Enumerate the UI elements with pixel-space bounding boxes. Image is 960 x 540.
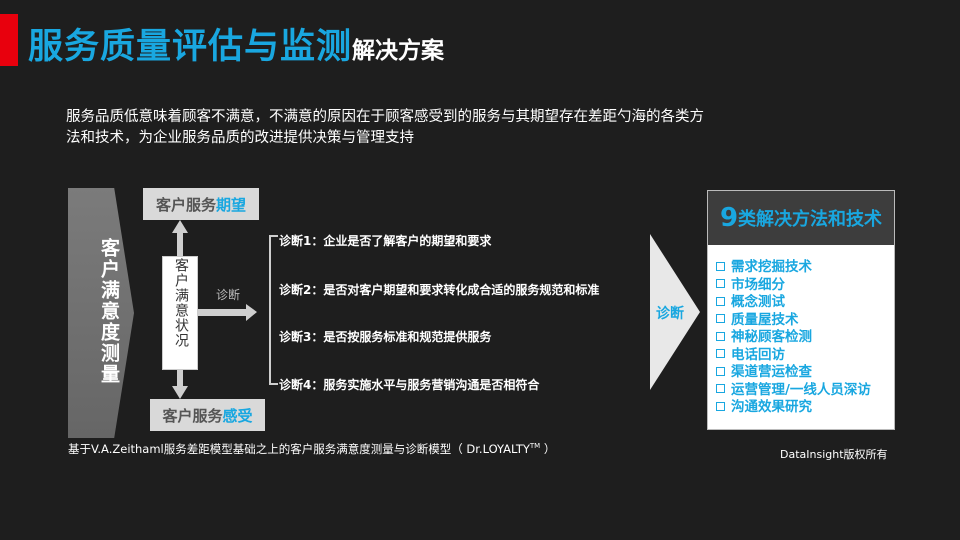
- checkbox-icon: [716, 384, 725, 393]
- page-title: 服务质量评估与监测解决方案: [28, 18, 444, 69]
- footnote-trademark: TM: [529, 442, 541, 451]
- expectation-box: 客户服务期望: [143, 188, 259, 220]
- method-label: 电话回访: [731, 346, 785, 363]
- diagnose-item-3: 诊断3：是否按服务标准和规范提供服务: [279, 330, 492, 344]
- perception-highlight: 感受: [222, 406, 253, 425]
- method-item: 电话回访: [716, 343, 785, 363]
- satisfaction-status-box: [162, 256, 198, 370]
- satisfaction-status-label: 客户满意状况: [173, 258, 189, 348]
- diagnose-item-4: 诊断4：服务实施水平与服务营销沟通是否相符合: [279, 378, 540, 392]
- diagnose-label-2: 诊断: [656, 306, 684, 322]
- diagnose-item-1: 诊断1：企业是否了解客户的期望和要求: [279, 234, 492, 248]
- method-item: 质量屋技术: [716, 308, 799, 328]
- method-label: 概念测试: [731, 294, 785, 310]
- method-item: 沟通效果研究: [716, 395, 812, 415]
- footnote: 基于V.A.Zeithaml服务差距模型基础之上的客户服务满意度测量与诊断模型（…: [68, 441, 555, 457]
- checkbox-icon: [716, 296, 725, 306]
- method-item: 需求挖掘技术: [716, 255, 812, 275]
- copyright: DataInsight版权所有: [780, 448, 888, 461]
- method-item: 概念测试: [716, 290, 785, 310]
- method-label: 沟通效果研究: [731, 399, 812, 415]
- method-item: 渠道营运检查: [716, 360, 812, 380]
- perception-box: 客户服务感受: [150, 399, 265, 431]
- method-label: 运营管理/一线人员深访: [731, 381, 871, 398]
- method-label: 渠道营运检查: [731, 364, 812, 380]
- left-chevron-label: 客户满意度测量: [98, 238, 120, 385]
- expectation-prefix: 客户服务: [155, 195, 216, 214]
- checkbox-icon: [716, 279, 725, 288]
- method-label: 需求挖掘技术: [731, 259, 812, 275]
- checkbox-icon: [716, 261, 725, 271]
- diagnose-bracket: [269, 235, 278, 385]
- method-label: 质量屋技术: [731, 311, 799, 328]
- diagnose-label: 诊断: [216, 288, 241, 302]
- method-item: 市场细分: [716, 273, 785, 293]
- checkbox-icon: [716, 331, 725, 341]
- checkbox-icon: [716, 401, 725, 411]
- arrow-down: [172, 370, 188, 399]
- checkbox-icon: [716, 314, 725, 323]
- checkbox-icon: [716, 349, 725, 358]
- method-item: 神秘顾客检测: [716, 325, 812, 345]
- expectation-highlight: 期望: [216, 195, 247, 214]
- method-label: 市场细分: [731, 276, 785, 293]
- methods-count: 9: [719, 203, 739, 233]
- diagnose-item-2: 诊断2：是否对客户期望和要求转化成合适的服务规范和标准: [279, 283, 600, 297]
- arrow-right-diagnose: [198, 304, 257, 321]
- method-label: 神秘顾客检测: [731, 329, 812, 345]
- checkbox-icon: [716, 366, 725, 376]
- intro-paragraph: 服务品质低意味着顾客不满意，不满意的原因在于顾客感受到的服务与其期望存在差距勺海…: [66, 109, 704, 146]
- methods-header-text: 类解决方法和技术: [738, 209, 883, 230]
- perception-prefix: 客户服务: [162, 406, 223, 425]
- title-main: 服务质量评估与监测: [28, 27, 353, 67]
- method-item: 运营管理/一线人员深访: [716, 378, 871, 398]
- title-accent-bar: [0, 14, 18, 66]
- footnote-text: 基于V.A.Zeithaml服务差距模型基础之上的客户服务满意度测量与诊断模型（…: [68, 442, 530, 456]
- title-sub: 解决方案: [352, 38, 445, 64]
- footnote-tail: ）: [540, 442, 556, 456]
- arrow-up: [172, 220, 188, 256]
